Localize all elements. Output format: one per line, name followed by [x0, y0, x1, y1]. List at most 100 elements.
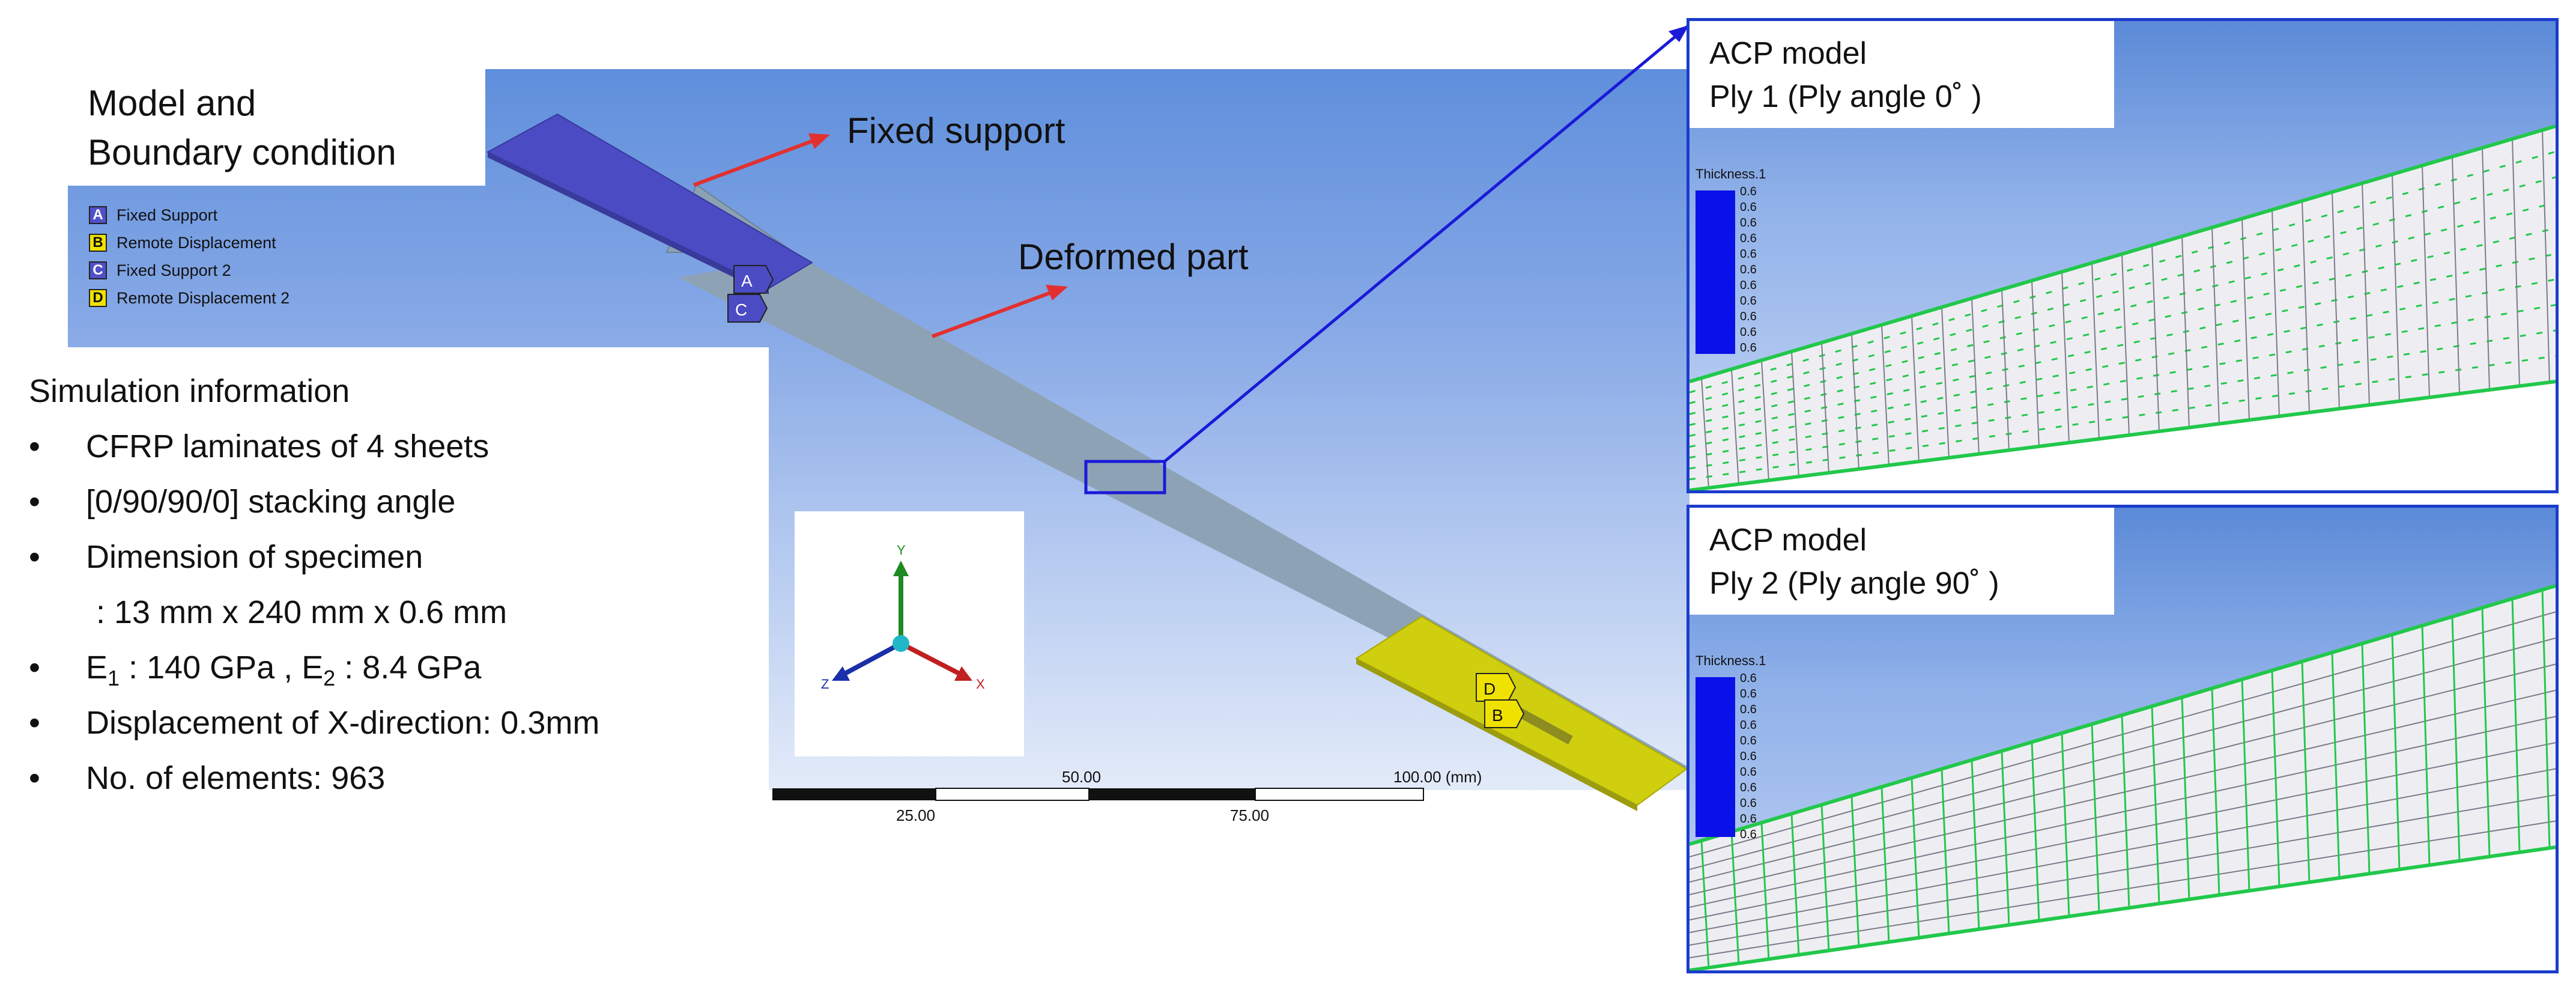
thickness-tick-label: 0.6 — [1740, 310, 1757, 323]
thickness-tick-label: 0.6 — [1740, 828, 1757, 841]
sim-item-text: CFRP laminates of 4 sheets — [86, 428, 489, 464]
zoom-link-arrowhead — [1668, 25, 1689, 42]
mesh-cross-line — [2061, 733, 2070, 917]
ply2-edge-bottom — [1690, 845, 2556, 970]
deformed-part-callout: Deformed part — [1018, 237, 1249, 277]
modulus-e1-letter: E — [86, 650, 108, 686]
z-axis-line — [841, 641, 902, 677]
thickness-tick-label: 0.6 — [1740, 279, 1757, 292]
thickness-tick-label: 0.6 — [1740, 672, 1757, 685]
sim-item-text: : 13 mm x 240 mm x 0.6 mm — [96, 594, 508, 630]
sim-item-4: • E1 : 140 GPa , E2 : 8.4 GPa — [29, 640, 481, 695]
acp1-line2: Ply 1 (Ply angle 0˚ ) — [1709, 79, 1982, 114]
thickness-tick-label: 0.6 — [1740, 185, 1757, 198]
thickness-tick-label: 0.6 — [1740, 765, 1757, 779]
mesh-cross-line — [2001, 750, 2010, 927]
thickness-tick-label: 0.6 — [1740, 719, 1757, 732]
mesh-cross-line — [2362, 183, 2370, 406]
simulation-heading: Simulation information — [29, 373, 350, 409]
ply2-mesh: Thickness.1 0.60.60.60.60.60.60.60.60.60… — [1690, 584, 2556, 970]
bullet-icon: • — [29, 650, 40, 686]
thickness-tick-label: 0.6 — [1740, 812, 1757, 826]
thickness-tick-label: 0.6 — [1740, 703, 1757, 716]
sim-item-6: • No. of elements: 963 — [29, 750, 385, 806]
sim-item-text: [0/90/90/0] stacking angle — [86, 484, 456, 520]
sim-item-text: Displacement of X-direction: 0.3mm — [86, 705, 600, 741]
fixed-support-edge — [488, 152, 769, 294]
mesh-line — [1690, 716, 2556, 908]
mesh-cross-line — [2181, 236, 2190, 429]
legend-label-c: Fixed Support 2 — [117, 261, 231, 279]
marker-b: B — [1484, 699, 1525, 728]
mesh-line — [1690, 663, 2556, 883]
ply1-thickness-title: Thickness.1 — [1696, 166, 1766, 181]
marker-a-letter: A — [741, 272, 753, 290]
sim-item-text: Dimension of specimen — [86, 539, 423, 575]
mesh-line — [1690, 253, 2556, 437]
mesh-line — [1690, 768, 2556, 933]
deformed-part-arrow — [931, 290, 1055, 338]
mesh-cross-line — [2241, 679, 2250, 892]
legend-item-d: D Remote Displacement 2 — [89, 284, 289, 312]
sim-item-3: • Dimension of specimen — [29, 529, 423, 585]
thickness-tick-label: 0.6 — [1740, 341, 1757, 355]
mesh-cross-line — [1760, 823, 1770, 961]
mesh-line — [1690, 227, 2556, 426]
mesh-line — [1690, 278, 2556, 448]
bullet-icon: • — [29, 539, 40, 575]
simulation-info: Simulation information • CFRP laminates … — [29, 364, 599, 806]
mesh-cross-line — [2481, 607, 2491, 858]
fixed-support-arrowhead — [808, 133, 830, 149]
scale-seg-3 — [1089, 788, 1255, 800]
marker-c: C — [727, 294, 768, 323]
mesh-cross-line — [2271, 210, 2280, 418]
mesh-cross-line — [2241, 218, 2250, 421]
ply1-ticks: 0.60.60.60.60.60.60.60.60.60.60.6 — [1740, 185, 1757, 355]
thickness-tick-label: 0.6 — [1740, 232, 1757, 245]
mesh-cross-line — [1880, 787, 1890, 943]
scale-seg-2 — [935, 788, 1089, 801]
mesh-cross-line — [2361, 643, 2371, 875]
mesh-cross-line — [2211, 688, 2220, 896]
mesh-line — [1690, 690, 2556, 895]
mesh-cross-line — [1911, 315, 1920, 463]
mesh-line — [1690, 742, 2556, 920]
sim-item-text: No. of elements: 963 — [86, 760, 386, 796]
thickness-tick-label: 0.6 — [1740, 201, 1757, 214]
selected-region-box — [1084, 460, 1166, 494]
fixed-support-region — [486, 113, 813, 290]
legend-label-b: Remote Displacement — [117, 233, 276, 252]
legend-item-b: B Remote Displacement — [89, 229, 289, 257]
mesh-cross-line — [1730, 832, 1740, 965]
sim-item-5: • Displacement of X-direction: 0.3mm — [29, 695, 599, 750]
ply1-edge-bottom — [1690, 380, 2556, 490]
beam-model: A C D B — [486, 24, 1690, 811]
mesh-cross-line — [2452, 156, 2460, 395]
title-line2: Boundary condition — [88, 132, 396, 172]
mesh-cross-line — [2511, 598, 2521, 854]
mesh-cross-line — [1700, 840, 1710, 969]
legend-item-a: A Fixed Support — [89, 201, 289, 229]
marker-d: D — [1476, 673, 1517, 702]
mesh-cross-line — [1850, 796, 1860, 948]
mesh-cross-line — [1761, 360, 1769, 481]
mesh-cross-line — [1820, 805, 1830, 952]
x-axis-line — [900, 641, 963, 677]
thickness-tick-label: 0.6 — [1740, 687, 1757, 701]
mesh-cross-line — [2091, 724, 2100, 913]
mesh-line — [1690, 820, 2556, 958]
mesh-cross-line — [2422, 165, 2430, 398]
axis-triad-box: Y X Z — [795, 511, 1024, 756]
mesh-line — [1690, 176, 2556, 404]
mesh-cross-line — [1821, 342, 1829, 474]
legend-badge-a: A — [89, 206, 107, 224]
mesh-cross-line — [2391, 634, 2401, 871]
thickness-tick-label: 0.6 — [1740, 326, 1757, 339]
sim-item-1: • CFRP laminates of 4 sheets — [29, 419, 489, 474]
scale-label-75: 75.00 — [1230, 806, 1269, 824]
legend-label-a: Fixed Support — [117, 205, 218, 224]
mesh-line — [1690, 329, 2556, 470]
mesh-cross-line — [2301, 661, 2311, 884]
mesh-cross-line — [1731, 369, 1739, 485]
